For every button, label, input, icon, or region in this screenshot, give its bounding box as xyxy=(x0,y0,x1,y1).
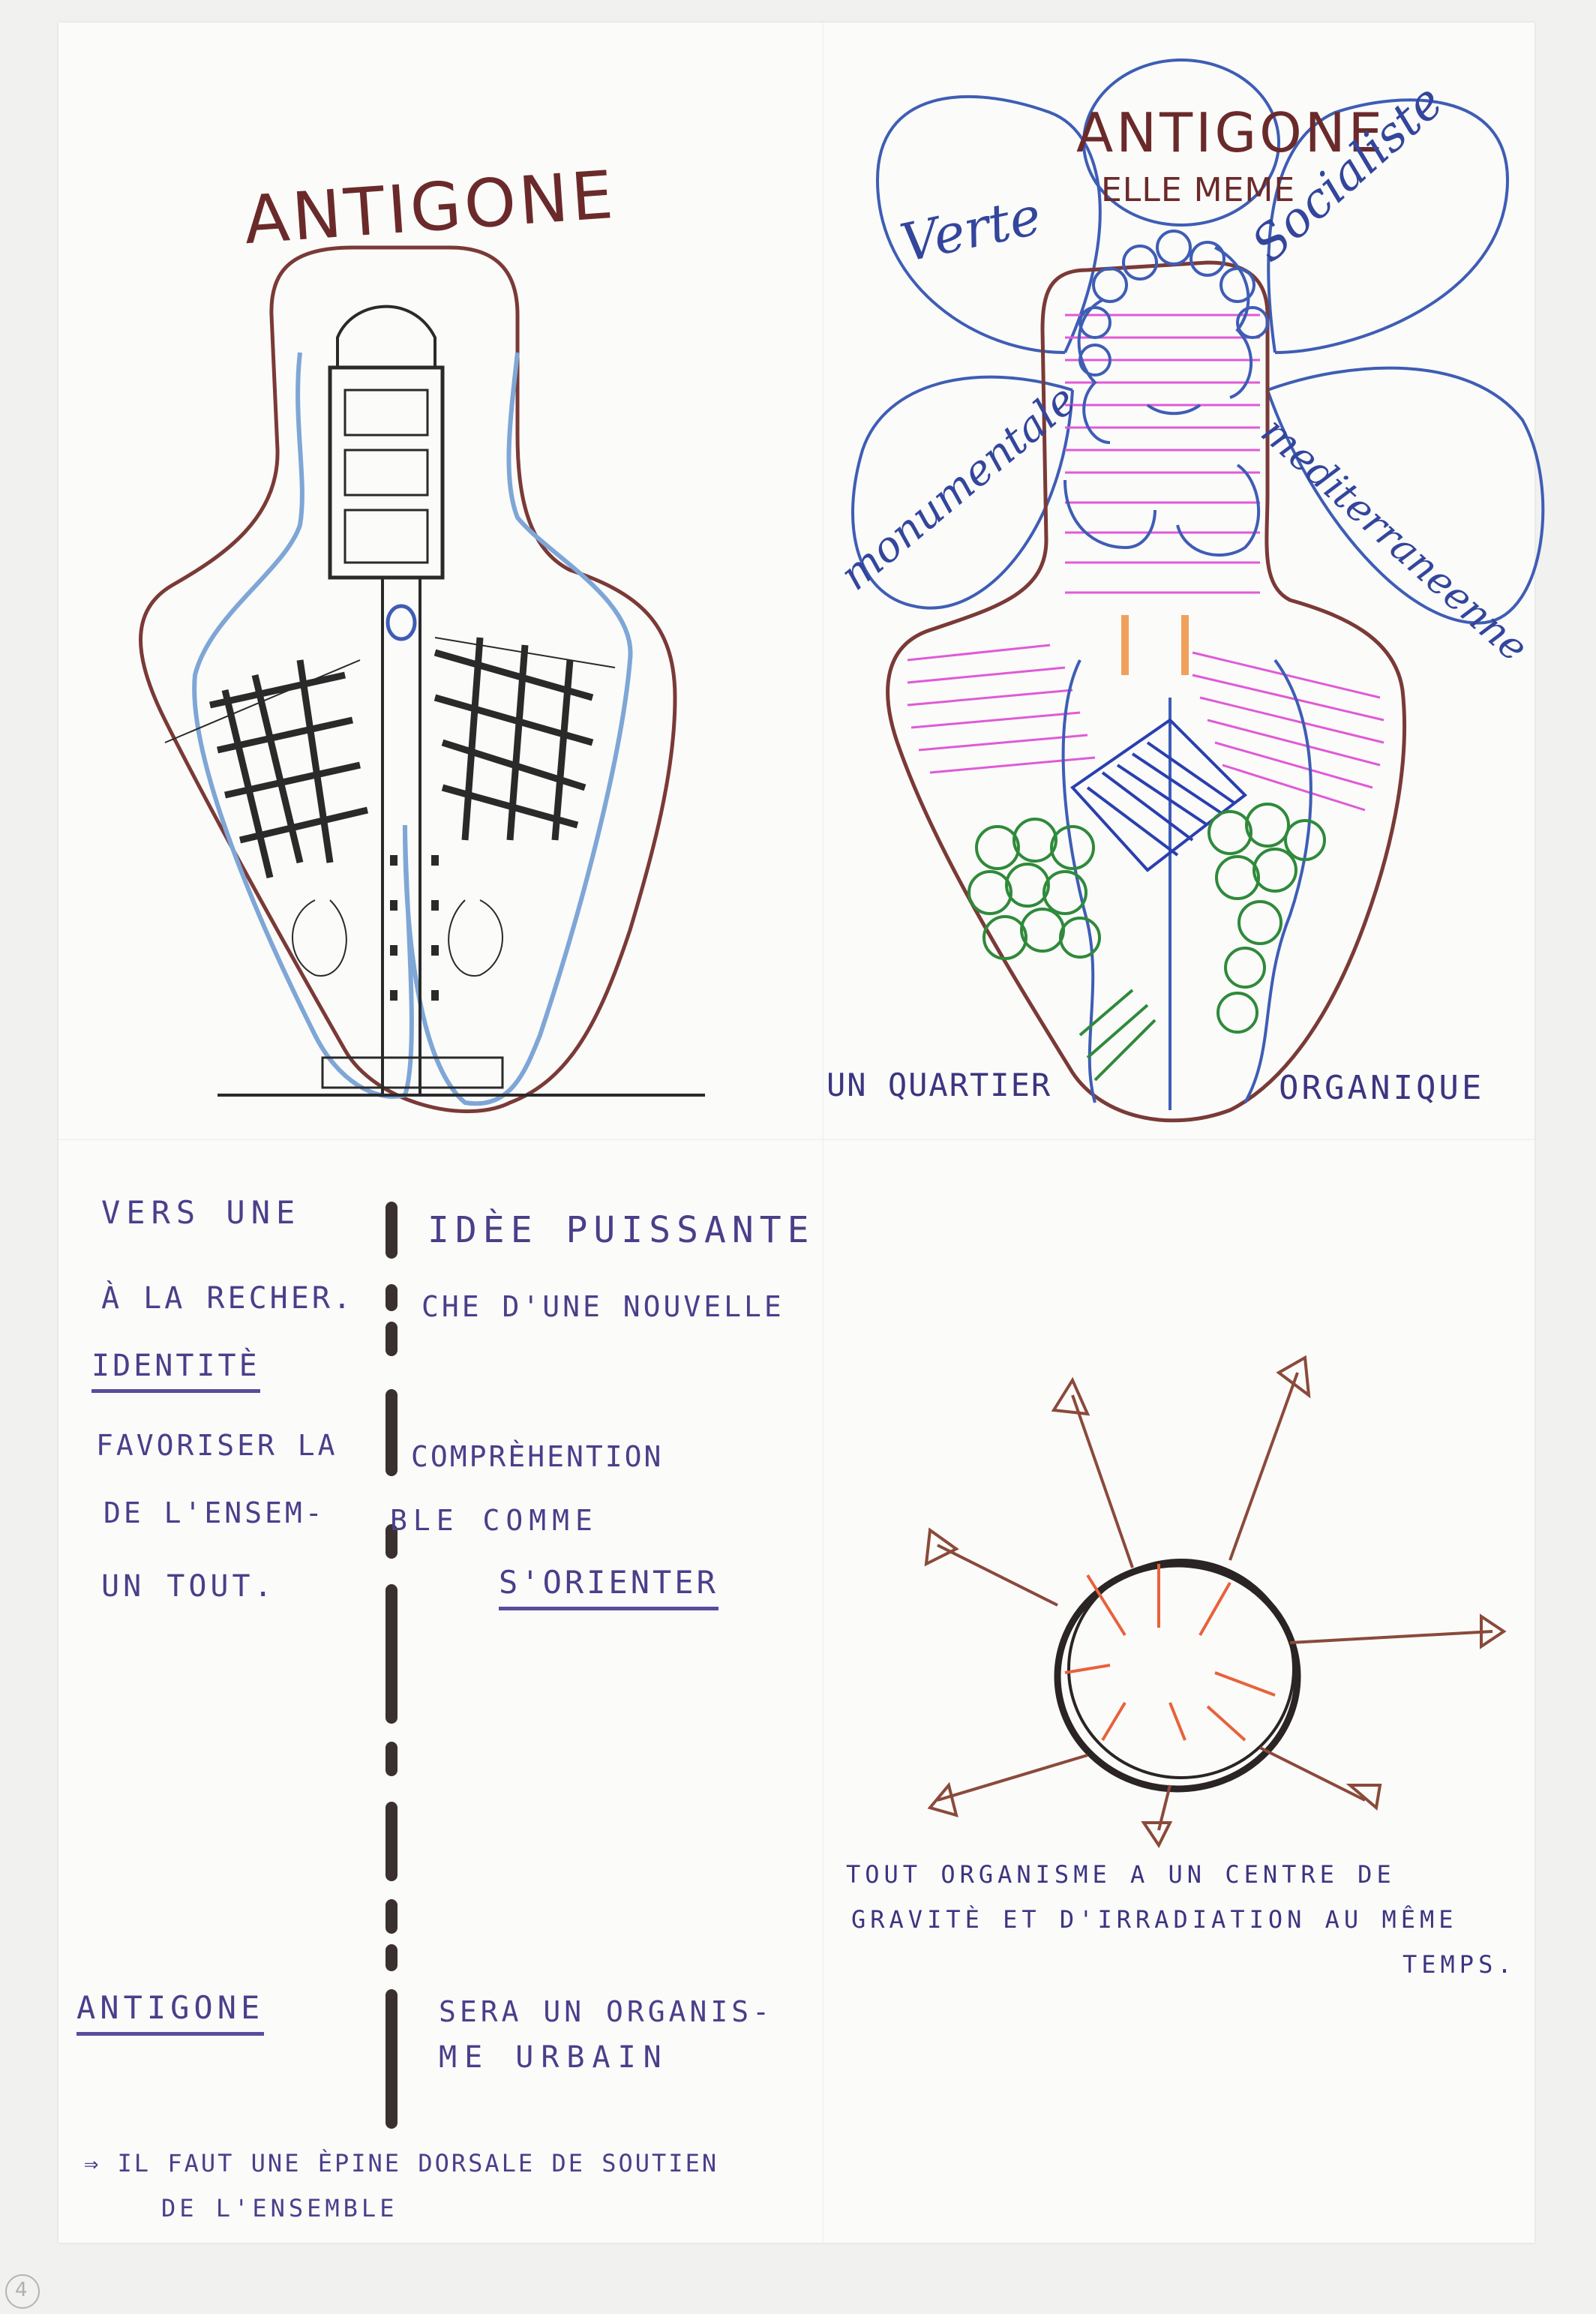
note-row-6-left: UN TOUT. xyxy=(101,1569,276,1604)
note-row-2-right: CHE D'UNE NOUVELLE xyxy=(422,1290,784,1323)
right-vase-outline xyxy=(886,260,1407,1123)
right-magenta-hatching xyxy=(907,314,1384,812)
caption-un-quartier: UN QUARTIER xyxy=(826,1067,1052,1103)
caption-organique: ORGANIQUE xyxy=(1279,1069,1485,1107)
note-row-5-left: DE L'ENSEM- xyxy=(104,1496,326,1529)
page-number: 4 xyxy=(15,2279,28,2301)
diagram-caption-1: TOUT ORGANISME A UN CENTRE DE xyxy=(846,1860,1396,1889)
left-building-plan xyxy=(164,305,705,1097)
note-antigone: ANTIGONE xyxy=(76,1989,265,2036)
panel-bottom-left xyxy=(58,1140,824,2243)
note-footer-2: DE L'ENSEMBLE xyxy=(161,2194,398,2222)
note-row-1-left: VERS UNE xyxy=(101,1194,302,1231)
left-vase-outline xyxy=(139,245,677,1113)
diagram-caption-2: GRAVITÈ ET D'IRRADIATION AU MÊME xyxy=(851,1905,1458,1934)
note-organisme-2: ME URBAIN xyxy=(439,2040,669,2075)
note-row-3-left: IDENTITÈ xyxy=(92,1349,260,1393)
right-petals xyxy=(851,59,1545,625)
right-figure xyxy=(1061,230,1312,1110)
note-row-6-right: S'ORIENTER xyxy=(499,1564,718,1610)
panel-top-left xyxy=(58,23,824,1140)
panel-top-right xyxy=(824,23,1534,1140)
note-row-2-left: À LA RECHER. xyxy=(101,1281,354,1316)
note-row-4-right: COMPRÈHENTION xyxy=(411,1440,664,1473)
note-footer-1: ⇒ IL FAUT UNE ÈPINE DORSALE DE SOUTIEN xyxy=(84,2149,719,2177)
panel-bottom-right xyxy=(824,1140,1534,2243)
right-sketch-subtitle: ELLE MEME xyxy=(1101,171,1296,209)
note-organisme-1: SERA UN ORGANIS- xyxy=(439,1995,774,2028)
note-row-5-right: BLE COMME xyxy=(390,1504,598,1537)
right-blue-block xyxy=(1070,718,1248,872)
right-green-trees xyxy=(968,803,1326,1082)
note-row-4-left: FAVORISER LA xyxy=(96,1429,338,1462)
diagram-caption-3: TEMPS. xyxy=(1402,1950,1516,1979)
page-number-circle xyxy=(5,2274,40,2309)
organism-diagram xyxy=(924,1355,1507,1848)
right-sketch-title: ANTIGONE xyxy=(1076,101,1386,164)
right-orange-strips xyxy=(1121,615,1189,675)
note-row-1-right: IDÈE PUISSANTE xyxy=(428,1209,815,1251)
